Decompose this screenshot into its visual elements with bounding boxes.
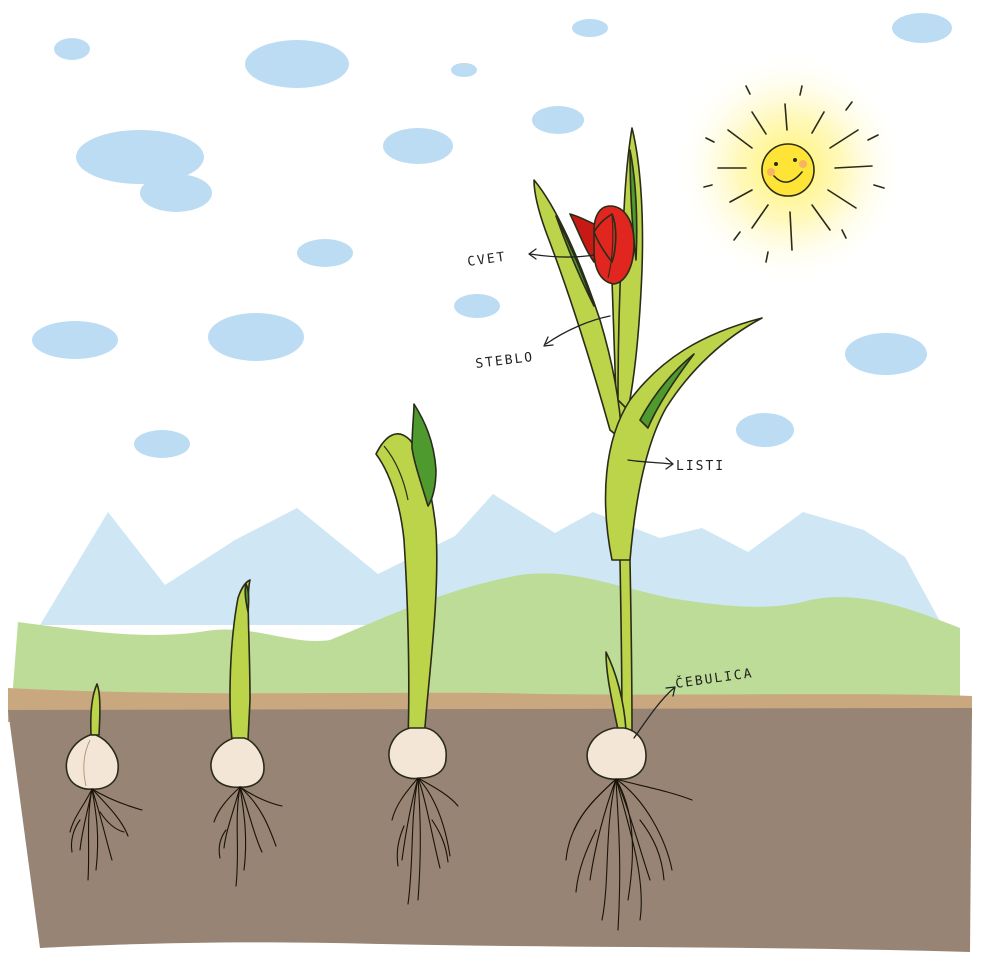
cloud xyxy=(845,333,927,375)
cloud xyxy=(297,239,353,267)
cloud xyxy=(32,321,118,359)
cloud xyxy=(454,294,500,318)
cloud xyxy=(245,40,349,88)
cloud xyxy=(134,430,190,458)
cloud xyxy=(208,313,304,361)
sun-icon xyxy=(672,50,908,286)
cloud xyxy=(736,413,794,447)
cloud xyxy=(892,13,952,43)
cloud xyxy=(451,63,477,77)
cloud xyxy=(383,128,453,164)
label-listi: LISTI xyxy=(676,459,725,474)
label-steblo: STEBLO xyxy=(475,350,535,372)
cloud xyxy=(572,19,608,37)
cloud xyxy=(140,174,212,212)
cloud xyxy=(532,106,584,134)
label-cvet: CVET xyxy=(466,250,507,270)
cloud xyxy=(54,38,90,60)
soil xyxy=(8,708,972,952)
